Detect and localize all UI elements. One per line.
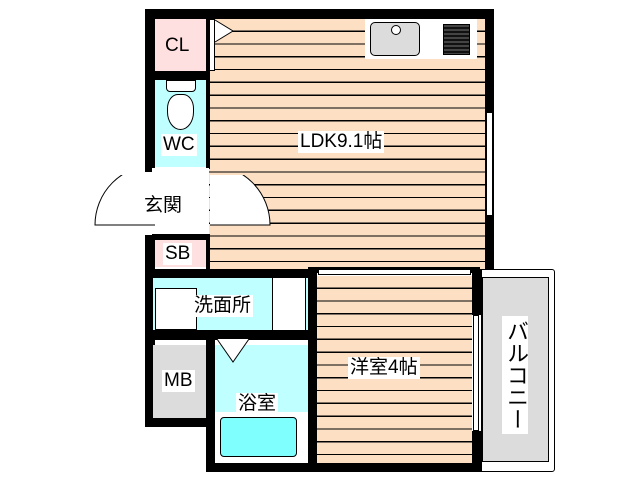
- wall-cl-wc: [155, 71, 208, 80]
- western-room-label: 洋室4帖: [348, 357, 420, 379]
- window-western-top: [318, 269, 471, 275]
- wall-washroom-bottom: [145, 330, 317, 340]
- wall-sb-right: [206, 234, 210, 270]
- toilet-tank-icon: [166, 80, 196, 92]
- window-western-right: [473, 315, 479, 431]
- room-closet: [155, 19, 208, 71]
- wall-western-right: [472, 269, 482, 315]
- wall-sb: [152, 234, 210, 240]
- wall-western-right-lower: [472, 431, 482, 472]
- sink-icon: [370, 22, 420, 56]
- door-swing-icon: [94, 175, 271, 226]
- outer-wall-left-upper: [145, 9, 155, 172]
- meter-box-label: MB: [162, 370, 195, 392]
- wall-bath-right: [308, 269, 317, 472]
- bathroom-label: 浴室: [236, 393, 279, 415]
- closet-label: CL: [165, 35, 190, 56]
- wall-bath-bottom: [206, 463, 316, 472]
- bathtub-icon: [215, 412, 310, 463]
- washbasin-icon: [272, 277, 306, 331]
- wall-inner-vertical: [206, 19, 210, 169]
- wall-mb: [145, 418, 215, 427]
- door-swing-icon: [216, 338, 250, 363]
- wall-western-bottom: [308, 463, 482, 472]
- wall-washroom-top: [145, 269, 317, 278]
- toilet-bowl-icon: [167, 94, 194, 130]
- entrance-label: 玄関: [142, 195, 185, 217]
- outer-wall-top: [145, 9, 493, 19]
- washing-machine-icon: [155, 288, 197, 330]
- window-ldk-right: [486, 112, 493, 216]
- door-swing-icon: [214, 19, 234, 43]
- ldk-label: LDK9.1帖: [298, 131, 385, 153]
- stove-icon: [443, 24, 470, 55]
- toilet-label: WC: [161, 134, 197, 156]
- washroom-label: 洗面所: [192, 295, 254, 317]
- balcony-label: バルコニー: [502, 316, 529, 434]
- shoe-box-label: SB: [163, 243, 193, 265]
- outer-wall-left-lower: [145, 235, 155, 423]
- wall-bath-left: [206, 340, 215, 470]
